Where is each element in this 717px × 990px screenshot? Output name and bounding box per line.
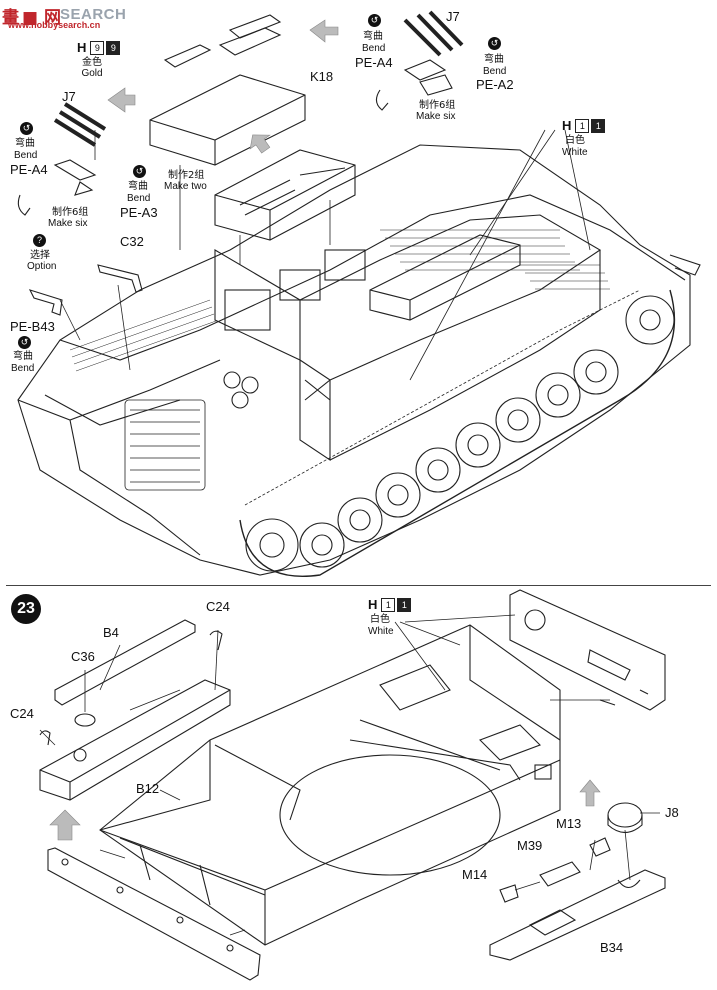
- label-c24-top: C24: [206, 599, 230, 614]
- paint-white-bottom-en: White: [368, 626, 394, 637]
- watermark-brand-prefix: ■ 网: [22, 8, 61, 28]
- m13-drawing: [589, 837, 611, 857]
- bracket-b4-drawing: [54, 619, 196, 706]
- make-six-left-cn: 制作6组: [52, 207, 89, 218]
- step-number-badge: 23: [11, 594, 41, 624]
- make-six-right-cn: 制作6组: [419, 100, 456, 111]
- pe-a4-left-drawing: [17, 194, 31, 216]
- floor-pan-drawing: [99, 624, 561, 946]
- plate-b12-drawing: [39, 679, 231, 801]
- ammo-box-drawing: [214, 149, 356, 241]
- bend-right-a-en: Bend: [362, 43, 386, 54]
- bend-mid-en: Bend: [127, 193, 151, 204]
- c24-top-drawing: [209, 630, 223, 651]
- bend-right-b-en: Bend: [483, 66, 507, 77]
- ammo-rack-k18-drawing: [149, 14, 306, 166]
- paint-white-code-bottom: H 1 1: [368, 597, 412, 612]
- paint-white-top-cn: 白色: [565, 135, 585, 146]
- paint-gold-cn: 金色: [82, 57, 102, 68]
- label-pe-a4-right: PE-A4: [355, 55, 393, 70]
- paint-white-top-en: White: [562, 147, 588, 158]
- make-six-right-en: Make six: [416, 111, 456, 122]
- c32-handle-drawing: [97, 264, 143, 293]
- label-j8: J8: [665, 805, 679, 820]
- make-two-en: Make two: [164, 181, 207, 192]
- label-pe-a2: PE-A2: [476, 77, 514, 92]
- watermark-url: www.hobbysearch.cn: [8, 20, 101, 30]
- label-m14: M14: [462, 867, 488, 882]
- label-c36: C36: [71, 649, 95, 664]
- m39-drawing: [539, 861, 581, 887]
- paint-box-2: 1: [397, 597, 412, 612]
- watermark-logo: 畫 ■ 网 SEARCH www.hobbysearch.cn: [2, 0, 172, 30]
- label-pe-a4-left: PE-A4: [10, 162, 48, 177]
- bend-pe-b43-en: Bend: [11, 363, 35, 374]
- label-j7-left: J7: [62, 89, 76, 104]
- bend-right-b-cn: 弯曲: [484, 54, 504, 65]
- label-b12: B12: [136, 781, 160, 796]
- side-plate-left-drawing: [47, 847, 261, 981]
- pe-a4-right-drawing: [375, 89, 389, 111]
- watermark-brand-cn: 畫: [2, 8, 19, 28]
- shells-j7-left-drawing: [53, 102, 107, 196]
- paint-gold-code: H 9 9: [77, 40, 121, 55]
- label-b4: B4: [103, 625, 119, 640]
- paint-white-code-top: H 1 1: [562, 118, 606, 133]
- paint-box-2: 9: [106, 40, 121, 55]
- option-cn: 选择: [30, 250, 50, 261]
- paint-white-bottom-cn: 白色: [370, 614, 390, 625]
- make-two-cn: 制作2组: [168, 170, 205, 181]
- bend-icon: ↺: [20, 122, 33, 135]
- bend-pe-b43-cn: 弯曲: [13, 351, 33, 362]
- bend-icon: ↺: [18, 336, 31, 349]
- watermark-brand-text: SEARCH: [60, 6, 127, 23]
- option-en: Option: [27, 261, 57, 272]
- bend-mid-cn: 弯曲: [128, 181, 148, 192]
- bend-left-en: Bend: [14, 150, 38, 161]
- paint-gold-en: Gold: [81, 68, 103, 79]
- pe-b43-drawing: [28, 289, 63, 316]
- hull-drawing: [17, 144, 701, 577]
- direction-arrows: [49, 19, 601, 841]
- label-pe-b43: PE-B43: [10, 319, 55, 334]
- label-m13: M13: [556, 816, 582, 831]
- bottom-leader-lines: [39, 614, 660, 936]
- label-j7-right: J7: [446, 9, 460, 24]
- paint-prefix: H: [562, 118, 572, 133]
- step-divider: [6, 585, 711, 586]
- bend-right-a-cn: 弯曲: [363, 31, 383, 42]
- bend-icon: ↺: [488, 37, 501, 50]
- make-six-left-en: Make six: [48, 218, 88, 229]
- label-pe-a3: PE-A3: [120, 205, 158, 220]
- paint-box-2: 1: [591, 118, 606, 133]
- c24-left-drawing: [39, 730, 51, 746]
- label-c32: C32: [120, 234, 144, 249]
- c36-drawing: [74, 713, 96, 727]
- paint-prefix: H: [368, 597, 378, 612]
- label-k18: K18: [310, 69, 334, 84]
- label-b34: B34: [600, 940, 624, 955]
- bend-icon: ↺: [368, 14, 381, 27]
- dome-j8-drawing: [607, 802, 643, 889]
- top-leader-lines: [59, 129, 591, 381]
- hatch-b34-drawing: [489, 869, 666, 961]
- label-m39: M39: [517, 838, 543, 853]
- paint-box-1: 1: [575, 118, 590, 133]
- bend-left-cn: 弯曲: [15, 138, 35, 149]
- paint-prefix: H: [77, 40, 87, 55]
- paint-box-1: 9: [90, 40, 105, 55]
- shells-j7-right-drawing: [403, 10, 464, 96]
- m14-drawing: [499, 884, 519, 903]
- bend-icon: ↺: [133, 165, 146, 178]
- paint-box-1: 1: [381, 597, 396, 612]
- label-c24-left: C24: [10, 706, 34, 721]
- option-icon: ?: [33, 234, 46, 247]
- side-plate-right-drawing: [509, 589, 666, 711]
